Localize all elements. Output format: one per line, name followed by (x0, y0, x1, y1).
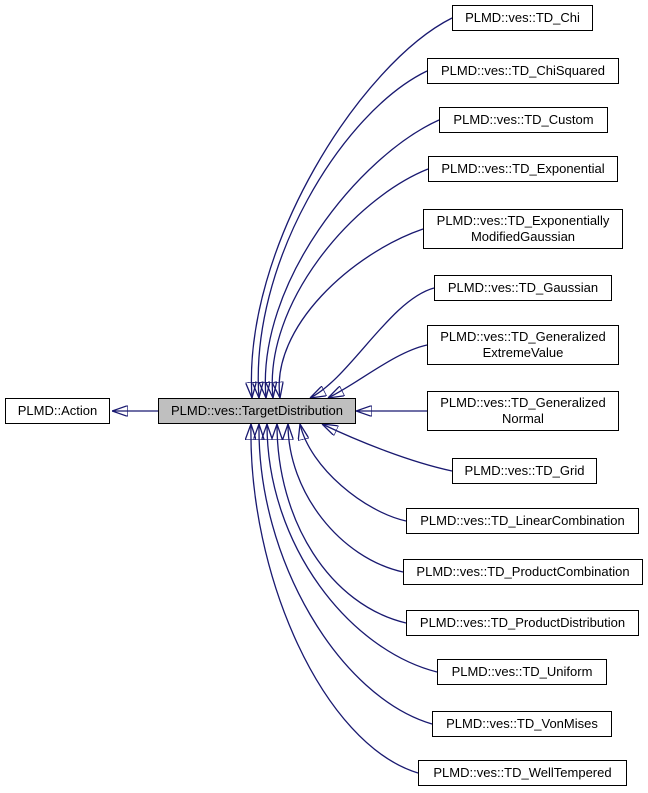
edge-td-linearcombination (300, 424, 407, 522)
edge-td-grid (322, 424, 453, 472)
edge-td-chi (251, 17, 453, 398)
edge-td-productdistribution (277, 424, 407, 624)
node-label: PLMD::ves::TD_Generalized ExtremeValue (440, 329, 606, 360)
node-td-vonmises[interactable]: PLMD::ves::TD_VonMises (432, 711, 612, 737)
node-label: PLMD::Action (17, 403, 98, 418)
node-td-generalizednormal[interactable]: PLMD::ves::TD_Generalized Normal (427, 391, 619, 431)
node-label: PLMD::ves::TD_Exponentially ModifiedGaus… (436, 213, 610, 244)
node-td-chisquared[interactable]: PLMD::ves::TD_ChiSquared (427, 58, 619, 84)
node-label: PLMD::ves::TD_WellTempered (433, 765, 612, 780)
node-td-uniform[interactable]: PLMD::ves::TD_Uniform (437, 659, 607, 685)
node-label: PLMD::ves::TD_ProductCombination (416, 564, 630, 579)
edge-td-custom (265, 119, 440, 398)
node-label: PLMD::ves::TD_Custom (453, 112, 594, 127)
edge-td-productcombination (288, 424, 404, 573)
edge-td-welltempered (251, 424, 419, 774)
node-label: PLMD::ves::TargetDistribution (171, 403, 343, 418)
edge-td-generalizedextremevalue (328, 344, 428, 398)
edge-td-gaussian (310, 287, 435, 398)
node-target-distribution[interactable]: PLMD::ves::TargetDistribution (158, 398, 356, 424)
edge-td-exponential (272, 168, 429, 398)
node-label: PLMD::ves::TD_Generalized Normal (440, 395, 606, 426)
node-td-exponentiallymodifiedgaussian[interactable]: PLMD::ves::TD_Exponentially ModifiedGaus… (423, 209, 623, 249)
node-td-productdistribution[interactable]: PLMD::ves::TD_ProductDistribution (406, 610, 639, 636)
edge-td-exponentiallymodifiedgaussian (279, 228, 424, 398)
node-td-chi[interactable]: PLMD::ves::TD_Chi (452, 5, 593, 31)
node-td-exponential[interactable]: PLMD::ves::TD_Exponential (428, 156, 618, 182)
node-td-linearcombination[interactable]: PLMD::ves::TD_LinearCombination (406, 508, 639, 534)
node-label: PLMD::ves::TD_VonMises (446, 716, 598, 731)
node-label: PLMD::ves::TD_ChiSquared (440, 63, 605, 78)
node-td-welltempered[interactable]: PLMD::ves::TD_WellTempered (418, 760, 627, 786)
node-label: PLMD::ves::TD_Chi (465, 10, 580, 25)
node-td-custom[interactable]: PLMD::ves::TD_Custom (439, 107, 608, 133)
node-label: PLMD::ves::TD_Uniform (451, 664, 593, 679)
node-td-gaussian[interactable]: PLMD::ves::TD_Gaussian (434, 275, 612, 301)
node-label: PLMD::ves::TD_Exponential (441, 161, 605, 176)
node-td-productcombination[interactable]: PLMD::ves::TD_ProductCombination (403, 559, 643, 585)
node-td-generalizedextremevalue[interactable]: PLMD::ves::TD_Generalized ExtremeValue (427, 325, 619, 365)
edge-td-chisquared (258, 70, 428, 398)
node-plmd-action[interactable]: PLMD::Action (5, 398, 110, 424)
node-label: PLMD::ves::TD_Grid (464, 463, 585, 478)
node-td-grid[interactable]: PLMD::ves::TD_Grid (452, 458, 597, 484)
node-label: PLMD::ves::TD_LinearCombination (420, 513, 625, 528)
node-label: PLMD::ves::TD_ProductDistribution (419, 615, 626, 630)
node-label: PLMD::ves::TD_Gaussian (447, 280, 599, 295)
